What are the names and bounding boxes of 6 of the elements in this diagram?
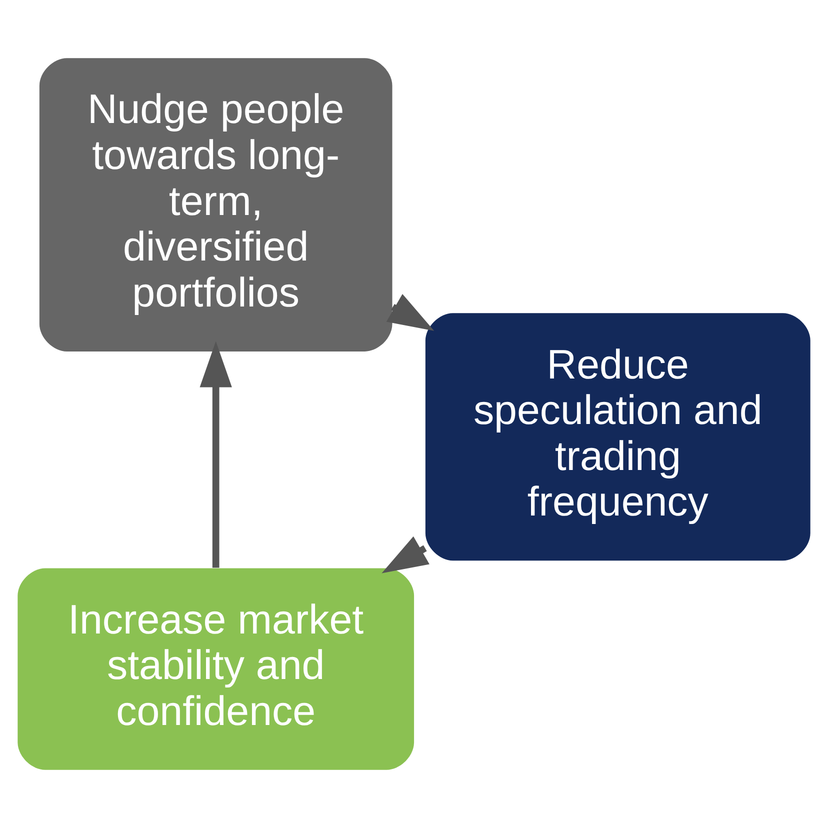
arrow xyxy=(382,536,430,574)
node-box: Nudge people towards long-term, diversified portfolios xyxy=(39,58,392,352)
arrow xyxy=(200,341,232,568)
node-box: Increase market stability and confidence xyxy=(18,568,414,770)
arrow xyxy=(386,294,434,331)
node-box: Reduce speculation and trading frequency xyxy=(425,313,810,561)
